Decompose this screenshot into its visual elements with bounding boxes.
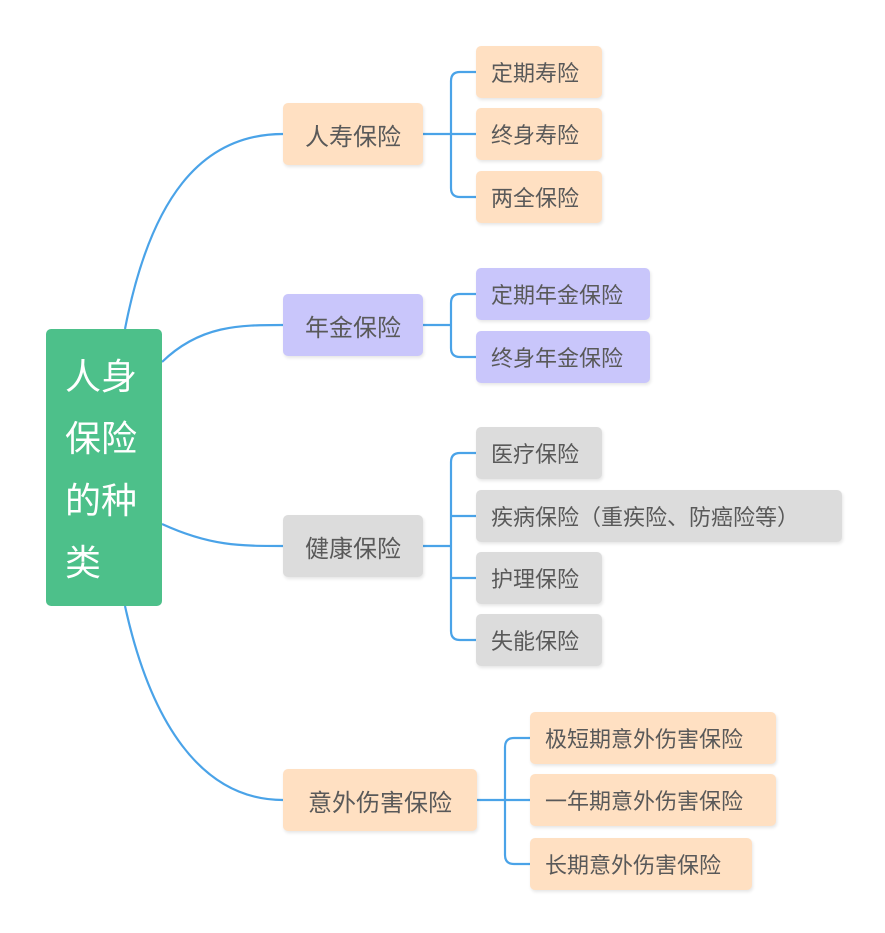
leaf-label: 定期年金保险 [491, 284, 624, 309]
leaf-whole-life[interactable]: 终身寿险 [476, 108, 602, 160]
leaf-endowment[interactable]: 两全保险 [476, 171, 602, 223]
leaf-label: 两全保险 [491, 187, 580, 212]
leaf-label: 终身年金保险 [491, 347, 624, 372]
category-label: 年金保险 [305, 313, 401, 342]
annuity-bracket [423, 292, 476, 359]
leaf-long-term-accident[interactable]: 长期意外伤害保险 [530, 838, 752, 890]
leaf-label: 长期意外伤害保险 [545, 854, 722, 879]
leaf-label: 终身寿险 [491, 124, 580, 149]
accident-bracket [477, 736, 530, 866]
leaf-nursing[interactable]: 护理保险 [476, 552, 602, 604]
category-label: 人寿保险 [305, 122, 401, 151]
leaf-very-short-term-accident[interactable]: 极短期意外伤害保险 [530, 712, 776, 764]
root-to-annuity-link [161, 323, 284, 363]
leaf-label: 护理保险 [491, 568, 580, 593]
category-accident[interactable]: 意外伤害保险 [283, 769, 477, 831]
leaf-label: 定期寿险 [491, 62, 580, 87]
leaf-label: 疾病保险（重疾险、防癌险等） [491, 506, 800, 531]
category-health[interactable]: 健康保险 [283, 515, 423, 577]
leaf-life-annuity[interactable]: 终身年金保险 [476, 331, 650, 383]
leaf-term-annuity[interactable]: 定期年金保险 [476, 268, 650, 320]
leaf-one-year-accident[interactable]: 一年期意外伤害保险 [530, 774, 776, 826]
leaf-medical[interactable]: 医疗保险 [476, 427, 602, 479]
category-annuity[interactable]: 年金保险 [283, 294, 423, 356]
category-label: 意外伤害保险 [308, 788, 452, 817]
root-to-accident-link [123, 605, 284, 802]
leaf-label: 一年期意外伤害保险 [545, 790, 744, 815]
leaf-label: 极短期意外伤害保险 [545, 728, 744, 753]
leaf-illness[interactable]: 疾病保险（重疾险、防癌险等） [476, 490, 842, 542]
health-bracket [423, 451, 476, 642]
leaf-disability[interactable]: 失能保险 [476, 614, 602, 666]
life-insurance-bracket [423, 70, 476, 199]
leaf-term-life[interactable]: 定期寿险 [476, 46, 602, 98]
root-node[interactable]: 人身保险的种类 [46, 329, 162, 606]
category-label: 健康保险 [305, 534, 401, 563]
leaf-label: 失能保险 [491, 630, 580, 655]
category-life-insurance[interactable]: 人寿保险 [283, 103, 423, 165]
leaf-label: 医疗保险 [491, 443, 580, 468]
root-to-health-link [161, 522, 284, 548]
root-to-life-insurance-link [123, 132, 284, 330]
root-label: 人身保险的种类 [65, 357, 138, 584]
